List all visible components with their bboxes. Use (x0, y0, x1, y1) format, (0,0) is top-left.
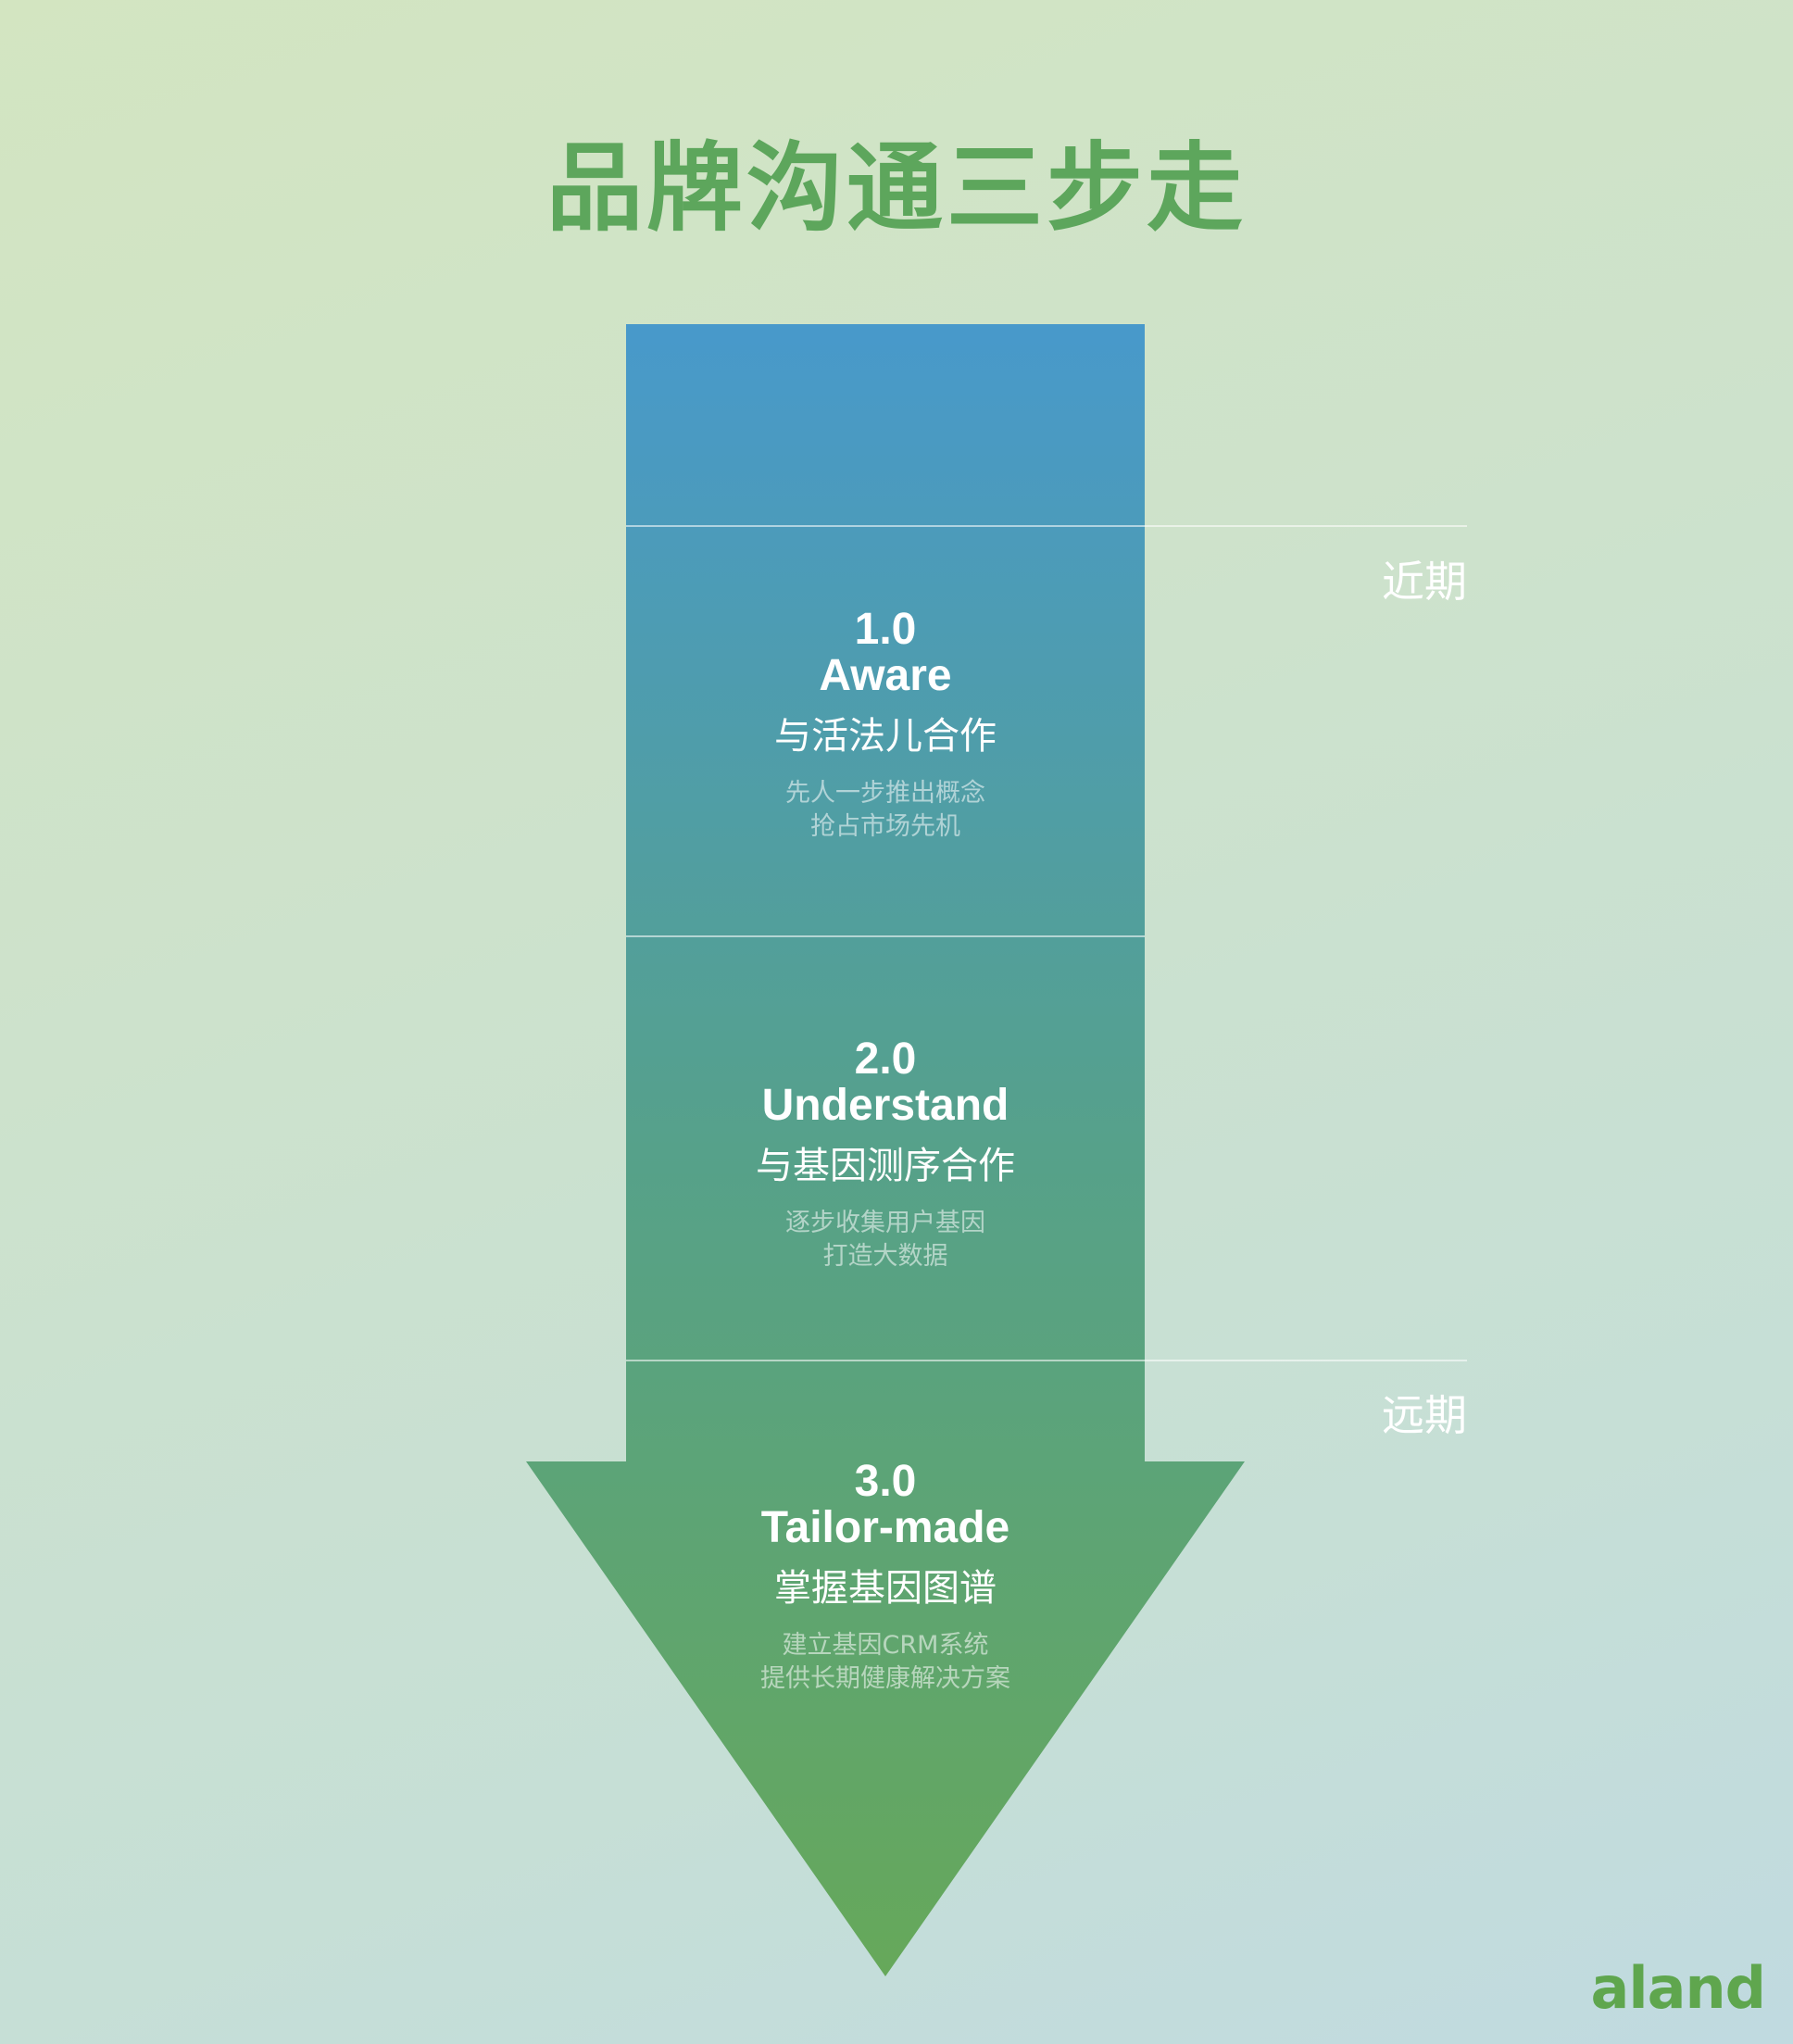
stage-1-desc-line-1: 先人一步推出概念 (785, 779, 985, 808)
stage-3-description: 建立基因CRM系统 提供长期健康解决方案 (626, 1629, 1145, 1696)
near-term-label: 近期 (1382, 557, 1467, 607)
stage-2-description: 逐步收集用户基因 打造大数据 (626, 1207, 1145, 1273)
stage-2-desc-line-2: 打造大数据 (822, 1242, 948, 1271)
stage-2: 2.0 Understand 与基因测序合作 逐步收集用户基因 打造大数据 (626, 1036, 1145, 1273)
stage-1-name: Aware (819, 651, 952, 700)
stage-2-desc-line-1: 逐步收集用户基因 (785, 1209, 985, 1237)
stage-3: 3.0 Tailor-made 掌握基因图谱 建立基因CRM系统 提供长期健康解… (626, 1459, 1145, 1696)
page-title: 品牌沟通三步走 (545, 132, 1247, 245)
stage-1-partner: 与活法儿合作 (774, 715, 997, 758)
stage-2-number: 2.0 (854, 1035, 917, 1084)
stage-3-number: 3.0 (854, 1457, 917, 1506)
stage-1-number: 1.0 (854, 605, 917, 654)
arrow-body (526, 324, 1245, 1976)
stage-1-description: 先人一步推出概念 抢占市场先机 (626, 777, 1145, 844)
far-term-label: 远期 (1382, 1390, 1467, 1440)
stage-3-partner: 掌握基因图谱 (774, 1567, 997, 1610)
stage-3-desc-line-1: 建立基因CRM系统 (782, 1631, 989, 1660)
stage-3-name: Tailor-made (760, 1503, 1010, 1552)
stage-1: 1.0 Aware 与活法儿合作 先人一步推出概念 抢占市场先机 (626, 607, 1145, 844)
stage-2-partner: 与基因测序合作 (756, 1145, 1015, 1187)
stage-3-desc-line-2: 提供长期健康解决方案 (760, 1664, 1010, 1693)
brand-logo: aland (1590, 1954, 1766, 2022)
stage-2-name: Understand (761, 1081, 1009, 1130)
stage-1-desc-line-2: 抢占市场先机 (810, 812, 960, 841)
